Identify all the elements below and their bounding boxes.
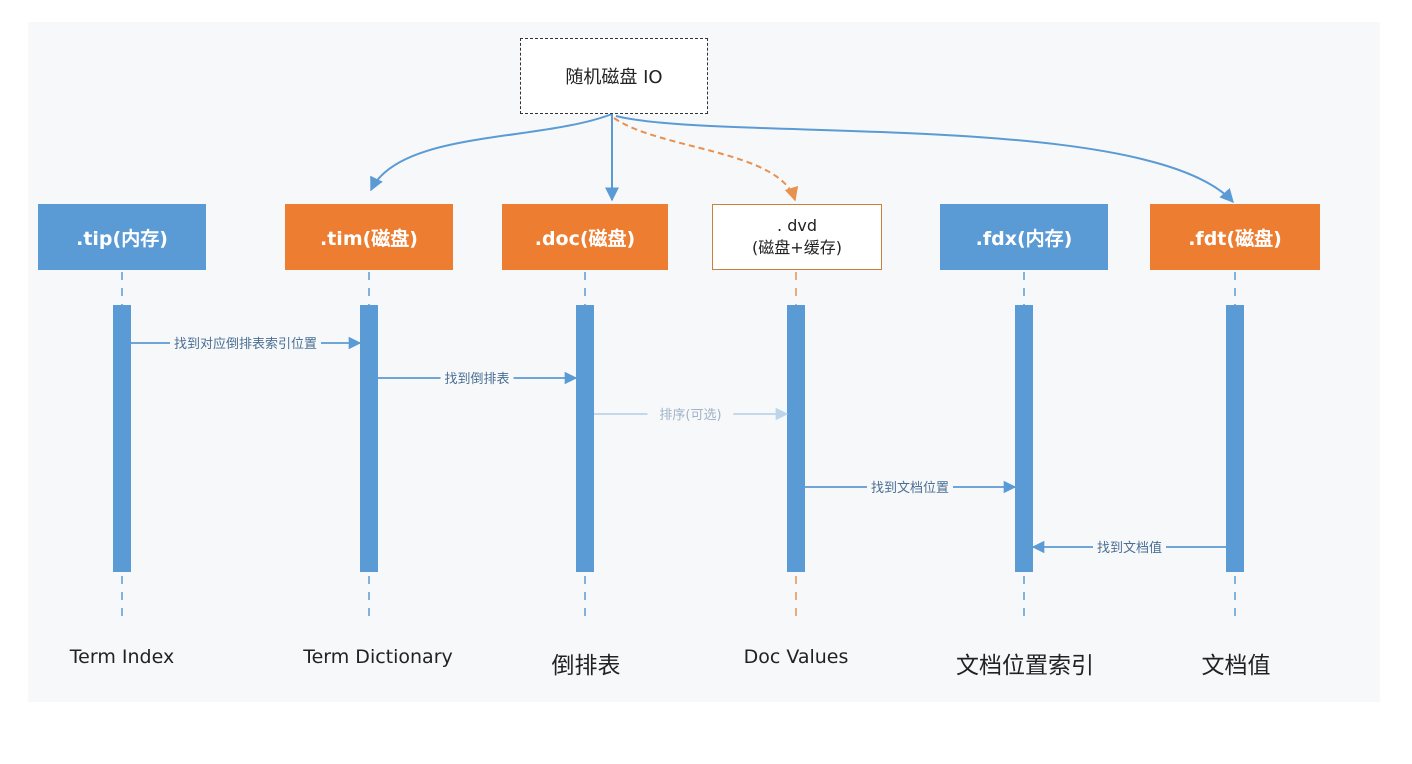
doc-box-title: .doc(磁盘)	[534, 227, 636, 250]
dvd-box-title: . dvd	[777, 216, 817, 235]
tip-box-title: .tip(内存)	[76, 227, 168, 250]
diagram-background	[28, 22, 1380, 702]
message-label-bg	[1093, 538, 1166, 556]
activation-bar	[787, 305, 805, 572]
lifeline-label-doc-values-cn: 文档值	[1201, 653, 1271, 679]
message-label: 找到文档位置	[871, 481, 949, 496]
io-arrow-to-tim	[370, 113, 613, 192]
random-disk-io-node: 随机磁盘 IO	[520, 38, 708, 114]
message-label: 排序(可选)	[659, 408, 721, 423]
lifeline-label-term-index: Term Index	[69, 646, 175, 668]
message-label: 找到倒排表	[444, 372, 509, 387]
message-label-bg	[440, 369, 514, 387]
io-arrow-to-fdt	[615, 115, 1234, 204]
lifeline-label-term-dictionary: Term Dictionary	[303, 646, 453, 668]
activation-bar	[360, 305, 378, 572]
fdx-box-title: .fdx(内存)	[975, 227, 1073, 250]
tip-box: .tip(内存)	[38, 204, 206, 270]
fdx-box: .fdx(内存)	[940, 204, 1108, 270]
activation-bar	[1226, 305, 1244, 572]
message-label-bg	[647, 405, 734, 423]
message-label-bg	[170, 334, 321, 352]
message-label: 找到对应倒排表索引位置	[174, 336, 317, 352]
activation-bar	[1015, 305, 1033, 572]
tim-box: .tim(磁盘)	[285, 204, 453, 270]
message-label: 找到文档值	[1097, 540, 1162, 556]
message-label-bg	[867, 478, 953, 496]
activation-bar	[576, 305, 594, 572]
lifeline-label-posting-list: 倒排表	[551, 653, 621, 679]
random-disk-io-label: 随机磁盘 IO	[565, 67, 663, 88]
dvd-box: . dvd (磁盘+缓存)	[712, 204, 882, 270]
doc-box: .doc(磁盘)	[502, 204, 668, 270]
tim-box-title: .tim(磁盘)	[320, 227, 418, 250]
fdt-box-title: .fdt(磁盘)	[1188, 227, 1282, 250]
activation-bar	[113, 305, 131, 572]
dvd-box-subtitle: (磁盘+缓存)	[752, 238, 842, 257]
lifeline-label-doc-values: Doc Values	[743, 646, 849, 668]
fdt-box: .fdt(磁盘)	[1150, 204, 1320, 270]
lifeline-label-doc-position-index: 文档位置索引	[956, 653, 1094, 679]
io-arrow-to-dvd	[613, 117, 799, 202]
